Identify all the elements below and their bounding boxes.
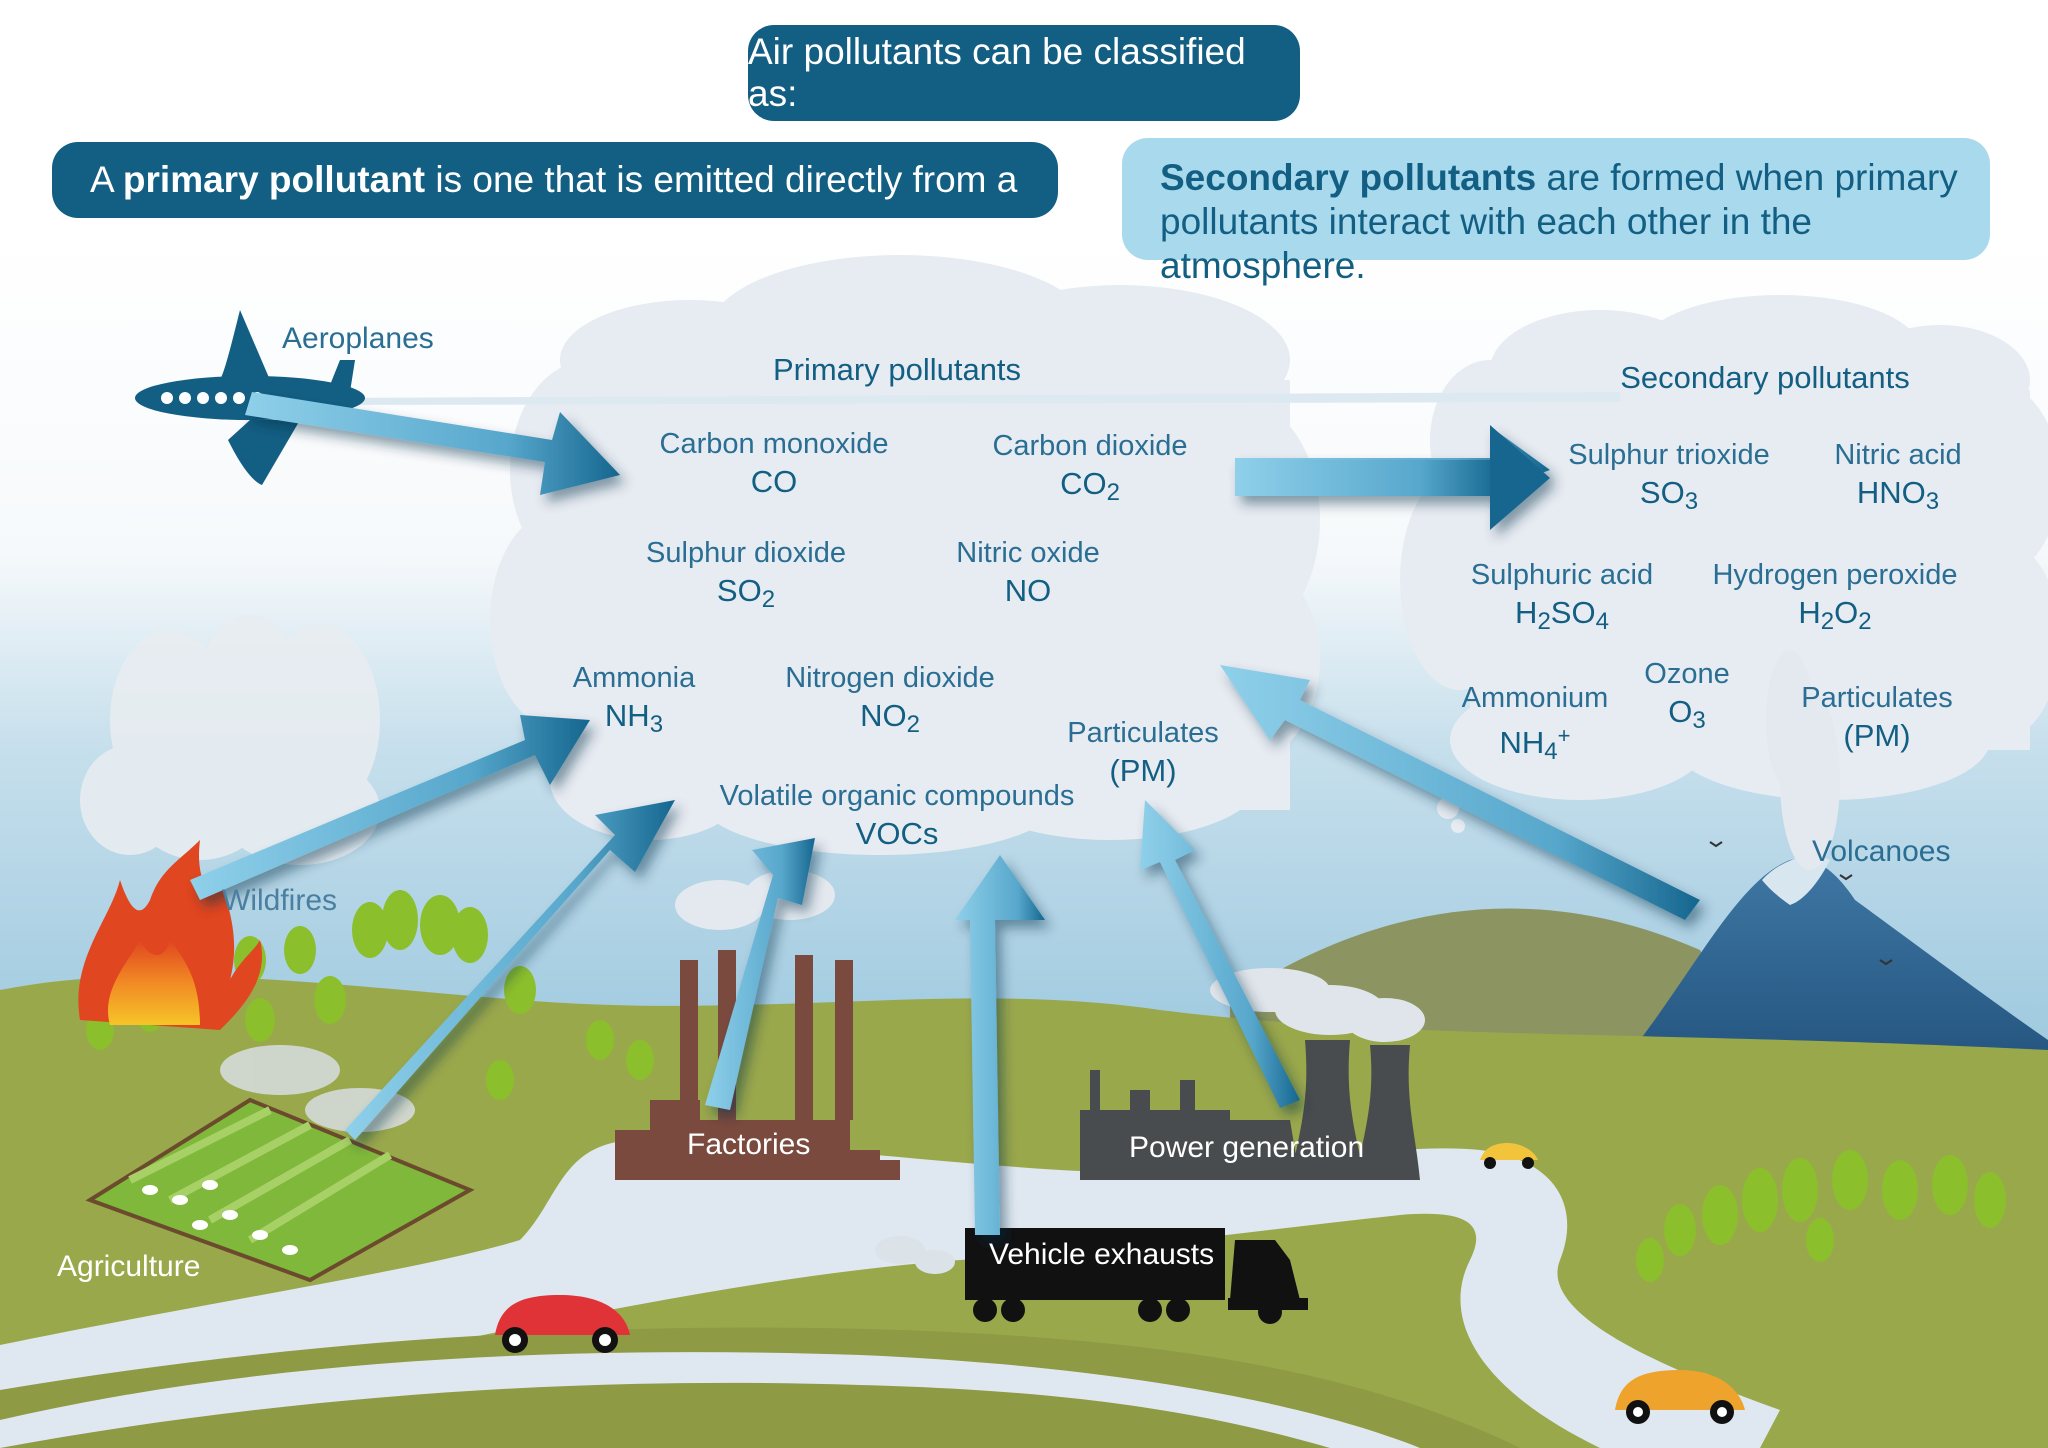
primary-def-bold: primary pollutant [122, 159, 426, 200]
forest-right [1636, 1150, 2006, 1282]
pollutant-formula: SO3 [1639, 475, 1699, 515]
pollutant-formula: (PM) [1843, 718, 1911, 753]
pollutant-name: Carbon dioxide [992, 430, 1188, 462]
wildfire-smoke [80, 615, 380, 865]
pollutant-formula: NO2 [860, 698, 920, 738]
factory-icon [615, 950, 900, 1180]
arrow-wildfires [190, 715, 590, 900]
pollutant-formula: O3 [1668, 694, 1706, 734]
primary-def-prefix: A [90, 159, 123, 200]
label-agriculture: Agriculture [57, 1250, 201, 1283]
pollutant-particulates-secondary: Particulates (PM) [1717, 680, 2037, 756]
pollutant-formula: CO [750, 464, 798, 499]
arrow-volcanoes [1220, 665, 1700, 920]
pollutant-name: Sulphur dioxide [646, 537, 846, 569]
volcano-smoke [1766, 650, 1840, 870]
pollutant-formula: H2SO4 [1515, 595, 1609, 635]
pollutant-formula: (PM) [1109, 753, 1177, 788]
farm-field-icon [85, 1097, 475, 1283]
power-plant-icon [1080, 1040, 1420, 1180]
primary-definition-banner: A primary pollutant is one that is emitt… [52, 142, 1058, 218]
secondary-pollutants-cloud [1400, 295, 2048, 833]
pollutant-name: Nitric oxide [956, 537, 1100, 569]
primary-cloud-title: Primary pollutants [772, 352, 1022, 387]
primary-def-rest: is one that is emitted directly from a [425, 159, 1018, 200]
pollutant-name: Nitric acid [1834, 439, 1962, 471]
classification-title: Air pollutants can be classified as: [748, 25, 1300, 121]
yellow-car-icon [1480, 1143, 1538, 1169]
pollutant-formula: VOCs [855, 816, 939, 851]
label-power-generation: Power generation [1129, 1131, 1365, 1164]
arrow-factories [705, 838, 815, 1110]
arrow-aeroplanes [245, 392, 620, 495]
label-wildfires: Wildfires [222, 884, 338, 917]
pollutant-name: Ammonium [1461, 682, 1609, 714]
secondary-definition-banner: Secondary pollutants are formed when pri… [1122, 138, 1990, 286]
pollutant-particulates: Particulates (PM) [983, 715, 1303, 791]
pollutant-name: Hydrogen peroxide [1712, 559, 1958, 591]
lower-field [0, 1327, 1520, 1448]
secondary-cloud-title: Secondary pollutants [1620, 360, 1910, 395]
label-factories: Factories [687, 1128, 811, 1161]
label-volcanoes: Volcanoes [1812, 835, 1951, 868]
secondary-def-bold: Secondary pollutants [1160, 157, 1537, 198]
pollutant-name: Volatile organic compounds [719, 780, 1075, 812]
classification-title-text: Air pollutants can be classified as: [748, 31, 1246, 114]
birds-icon [1709, 841, 1893, 966]
arrow-vehicle [955, 855, 1045, 1235]
secondary-def-rest: are formed when primary pollutants inter… [1160, 157, 1969, 286]
truck-icon [965, 1228, 1308, 1324]
pollutant-formula: NH3 [604, 698, 664, 738]
pollutant-formula: H2O2 [1798, 595, 1872, 635]
orange-car-icon [1615, 1370, 1745, 1424]
pollutant-name: Particulates [1067, 717, 1219, 749]
contrail [330, 392, 1620, 405]
road-lower [0, 1352, 1420, 1448]
arrow-agriculture [345, 800, 675, 1140]
pollutant-formula: CO2 [1060, 466, 1120, 506]
pollutant-name: Carbon monoxide [659, 428, 889, 460]
arrows [190, 392, 1700, 1235]
label-vehicle-exhausts: Vehicle exhausts [989, 1238, 1215, 1271]
pollutant-formula: HNO3 [1856, 475, 1940, 515]
pollutant-name: Sulphur trioxide [1568, 439, 1770, 471]
arrow-primary-to-secondary-head [1490, 425, 1550, 530]
exhaust-puff [875, 1236, 955, 1274]
pollutant-name: Ozone [1644, 658, 1730, 690]
pollutant-name: Particulates [1801, 682, 1953, 714]
farm-smoke [220, 1045, 415, 1132]
road [0, 1140, 1780, 1448]
arrow-power [1140, 800, 1300, 1108]
pollutant-formula: NH4+ [1499, 723, 1571, 765]
pollutant-formula: SO2 [716, 573, 776, 613]
red-car-icon [495, 1295, 630, 1353]
arrow-primary-to-secondary-body [1235, 460, 1500, 496]
pollutant-formula: NO [1004, 573, 1052, 608]
pollutant-name: Nitrogen dioxide [785, 662, 995, 694]
pollutant-name: Sulphuric acid [1470, 559, 1654, 591]
pollutant-name: Ammonia [572, 662, 696, 694]
label-aeroplanes: Aeroplanes [282, 322, 434, 355]
